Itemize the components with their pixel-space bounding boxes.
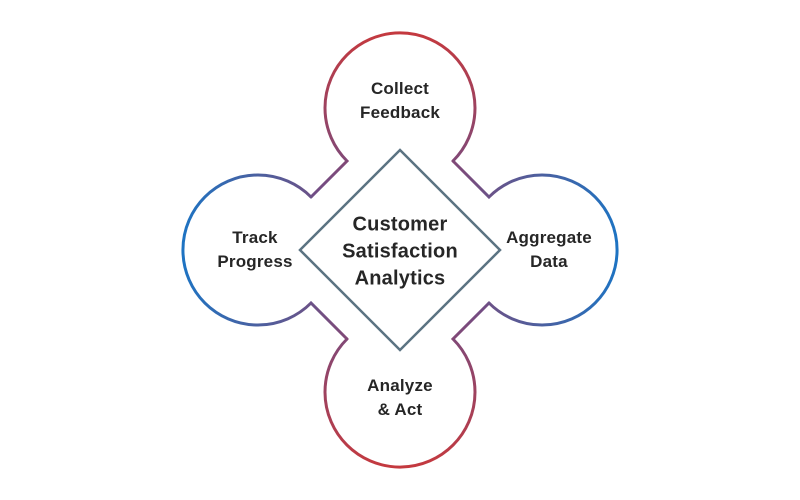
center-diamond [298, 148, 502, 352]
center-label: Customer Satisfaction Analytics [342, 213, 458, 290]
node-label-collect-feedback: Collect Feedback [359, 79, 441, 122]
petal-top-outline [309, 31, 477, 199]
petal-right-outline [451, 159, 619, 327]
node-label-aggregate-data: Aggregate Data [506, 228, 592, 271]
petal-left-outline [181, 173, 349, 341]
node-label-track-progress: Track Progress [217, 228, 293, 271]
petal-bottom-outline [323, 301, 491, 469]
node-label-analyze-act: Analyze & Act [367, 376, 433, 419]
